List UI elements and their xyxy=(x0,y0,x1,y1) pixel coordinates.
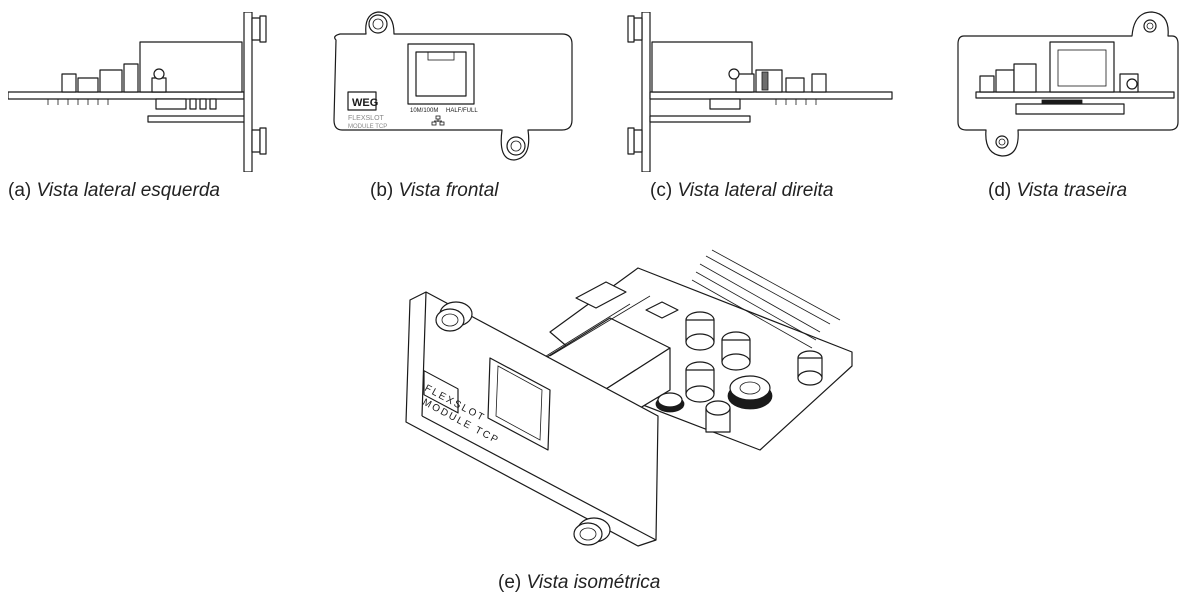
rear-view-drawing xyxy=(957,11,1179,157)
panel-product-line1: FLEXSLOT xyxy=(348,115,385,122)
inductor xyxy=(727,375,773,410)
front-panel-drawing: WEG FLEXSLOT MODULE TCP 10M/100M HALF/FU… xyxy=(333,11,573,161)
panel-product-line2: MODULE TCP xyxy=(348,124,387,130)
right-side-drawing xyxy=(627,12,893,172)
caption-d-tag: (d) xyxy=(988,180,1012,201)
network-icon xyxy=(431,115,445,126)
capacitor xyxy=(685,361,715,403)
caption-c-tag: (c) xyxy=(650,180,673,201)
caption-c-text: Vista lateral direita xyxy=(677,180,834,201)
caption-e-tag: (e) xyxy=(498,572,522,593)
caption-a: (a) Vista lateral esquerda xyxy=(8,180,220,202)
caption-e-text: Vista isométrica xyxy=(526,572,661,593)
caption-b-text: Vista frontal xyxy=(398,180,499,201)
screw xyxy=(435,301,473,332)
caption-b: (b) Vista frontal xyxy=(370,180,499,202)
heatsink-fins xyxy=(691,249,841,349)
panel-duplex-label: HALF/FULL xyxy=(446,108,478,114)
figure-isometric-view: FLEXSLOT MODULE TCP xyxy=(400,240,870,562)
figure-right-side-view xyxy=(626,12,894,172)
caption-c: (c) Vista lateral direita xyxy=(650,180,833,202)
capacitor xyxy=(721,331,751,371)
caption-d: (d) Vista traseira xyxy=(988,180,1127,202)
caption-a-tag: (a) xyxy=(8,180,32,201)
figure-front-view: WEG FLEXSLOT MODULE TCP 10M/100M HALF/FU… xyxy=(332,8,584,164)
isometric-drawing: FLEXSLOT MODULE TCP xyxy=(405,249,853,547)
caption-a-text: Vista lateral esquerda xyxy=(36,180,220,201)
capacitor xyxy=(685,311,715,351)
screw xyxy=(573,517,611,546)
figure-rear-view xyxy=(956,4,1180,164)
caption-b-tag: (b) xyxy=(370,180,394,201)
panel-brand-logo: WEG xyxy=(352,97,378,109)
capacitor xyxy=(797,350,823,386)
figure-left-side-view xyxy=(8,12,268,172)
caption-e: (e) Vista isométrica xyxy=(498,572,660,594)
caption-d-text: Vista traseira xyxy=(1016,180,1128,201)
panel-speed-label: 10M/100M xyxy=(410,108,438,114)
left-side-drawing xyxy=(8,12,267,172)
